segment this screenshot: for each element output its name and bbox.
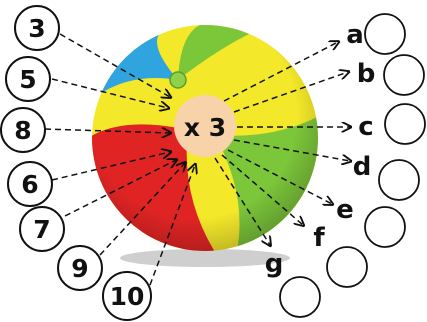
output-letter: d	[353, 152, 372, 182]
input-circle-3	[14, 5, 60, 51]
input-circle-10	[102, 271, 152, 321]
input-circle-5	[5, 56, 51, 102]
answer-circle-a[interactable]	[364, 13, 406, 55]
center-circle	[174, 95, 236, 157]
answer-circle-e[interactable]	[364, 206, 406, 248]
answer-circle-d[interactable]	[378, 159, 420, 201]
input-number: 7	[33, 215, 50, 244]
output-letter: c	[358, 112, 373, 142]
input-number: 9	[71, 254, 88, 283]
output-letter: g	[265, 249, 284, 279]
output-letter: e	[336, 195, 354, 225]
answer-circle-f[interactable]	[326, 246, 368, 288]
output-arrows	[214, 42, 350, 245]
input-number: 5	[19, 65, 36, 94]
input-circle-8	[0, 107, 46, 153]
input-number: 3	[28, 14, 45, 43]
output-letter: a	[346, 20, 364, 50]
input-circle-6	[7, 161, 53, 207]
input-number: 6	[21, 170, 38, 199]
input-number: 8	[14, 116, 31, 145]
input-circle-7	[19, 206, 65, 252]
input-arrows	[44, 33, 195, 286]
answer-circle-b[interactable]	[383, 54, 425, 96]
answer-circle-c[interactable]	[384, 103, 426, 145]
answer-circle-g[interactable]	[279, 276, 321, 318]
output-letter: b	[357, 59, 376, 89]
input-number: 10	[110, 282, 145, 311]
ball-valve	[169, 71, 187, 89]
output-letter: f	[313, 223, 325, 253]
input-circle-9	[57, 245, 103, 291]
multiplier-label: x 3	[184, 113, 226, 142]
